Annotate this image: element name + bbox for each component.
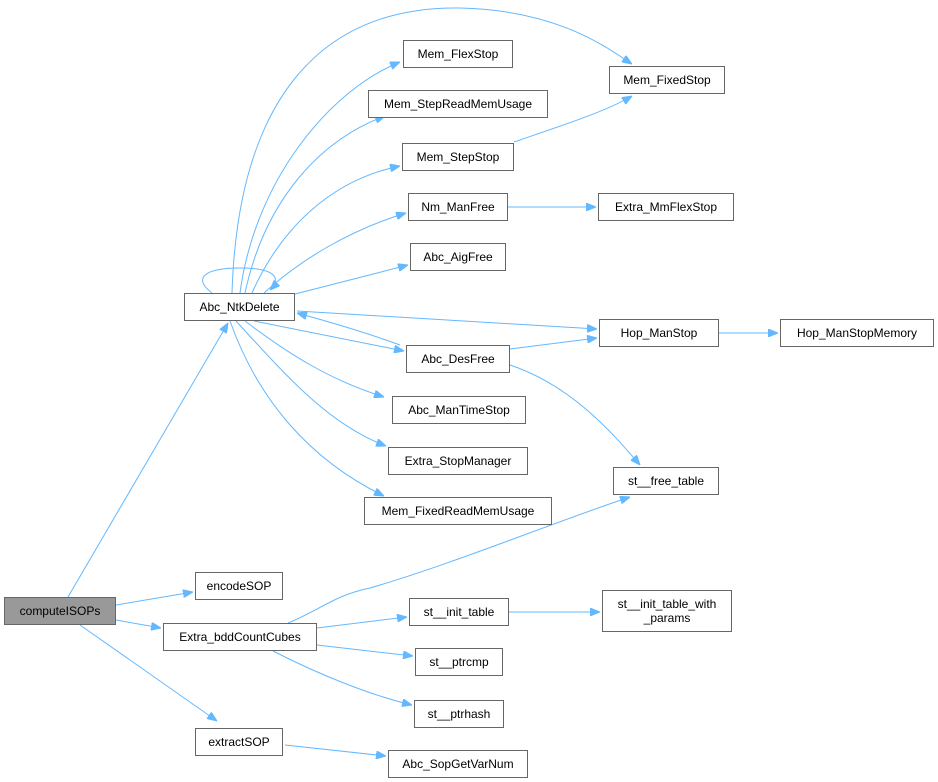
node-st__ptrcmp[interactable]: st__ptrcmp [415,648,503,676]
edge-Mem_StepStop-Mem_FixedStop [513,96,632,143]
edge-Abc_NtkDelete-Abc_DesFree [253,320,404,351]
node-st__init_table_with_params[interactable]: st__init_table_with _params [602,590,732,632]
node-Mem_StepStop[interactable]: Mem_StepStop [402,143,514,171]
edge-Abc_NtkDelete-Abc_ManTimeStop [244,320,384,397]
node-Abc_DesFree[interactable]: Abc_DesFree [406,345,510,373]
edge-Abc_NtkDelete-Hop_ManStop [296,310,597,329]
node-Mem_FixedStop[interactable]: Mem_FixedStop [609,66,725,94]
edge-Abc_NtkDelete-Mem_StepReadMemUsage [244,116,385,294]
node-extractSOP[interactable]: extractSOP [195,728,283,756]
edge-Extra_bddCountCubes-st__init_table [316,617,407,629]
node-computeISOPs: computeISOPs [4,597,116,625]
edge-Abc_NtkDelete-Mem_FixedStop [231,7,632,294]
node-Hop_ManStopMemory[interactable]: Hop_ManStopMemory [780,319,934,347]
edge-Abc_NtkDelete-self [202,267,276,294]
node-st__init_table[interactable]: st__init_table [409,598,509,626]
node-st__ptrhash[interactable]: st__ptrhash [414,700,504,728]
edge-Abc_NtkDelete-Mem_FixedReadMemUsage [229,320,384,496]
edge-Abc_DesFree-Hop_ManStop [509,338,597,350]
node-Abc_AigFree[interactable]: Abc_AigFree [410,243,506,271]
edge-Extra_bddCountCubes-st__ptrhash [272,650,412,705]
node-st__free_table[interactable]: st__free_table [613,467,719,495]
node-Abc_ManTimeStop[interactable]: Abc_ManTimeStop [392,396,526,424]
node-Hop_ManStop[interactable]: Hop_ManStop [599,319,719,347]
edge-computeISOPs-extractSOP [79,624,217,721]
edge-computeISOPs-Extra_bddCountCubes [115,619,161,628]
node-Mem_FlexStop[interactable]: Mem_FlexStop [403,40,513,68]
node-Extra_MmFlexStop[interactable]: Extra_MmFlexStop [598,193,734,221]
node-Nm_ManFree[interactable]: Nm_ManFree [408,193,508,221]
node-Mem_FixedReadMemUsage[interactable]: Mem_FixedReadMemUsage [364,497,552,525]
edge-Abc_NtkDelete-Nm_ManFree [263,213,406,294]
edge-Abc_NtkDelete-Mem_FlexStop [239,62,400,294]
edge-Extra_bddCountCubes-st__free_table [287,497,630,624]
node-Abc_SopGetVarNum[interactable]: Abc_SopGetVarNum [388,750,528,778]
edge-Abc_DesFree-Abc_NtkDelete [297,313,401,346]
edge-computeISOPs-encodeSOP [115,592,193,606]
edge-extractSOP-Abc_SopGetVarNum [284,744,386,756]
edge-Abc_NtkDelete-Extra_StopManager [235,320,386,446]
edge-computeISOPs-Abc_NtkDelete [67,323,228,598]
node-Extra_bddCountCubes[interactable]: Extra_bddCountCubes [163,623,317,651]
node-encodeSOP[interactable]: encodeSOP [195,572,283,600]
edge-Abc_NtkDelete-Abc_AigFree [294,265,408,295]
edge-Abc_DesFree-st__free_table [509,364,640,465]
node-Abc_NtkDelete[interactable]: Abc_NtkDelete [184,293,295,321]
node-Mem_StepReadMemUsage[interactable]: Mem_StepReadMemUsage [368,90,548,118]
node-Extra_StopManager[interactable]: Extra_StopManager [388,447,528,475]
edge-Extra_bddCountCubes-st__ptrcmp [316,644,413,656]
